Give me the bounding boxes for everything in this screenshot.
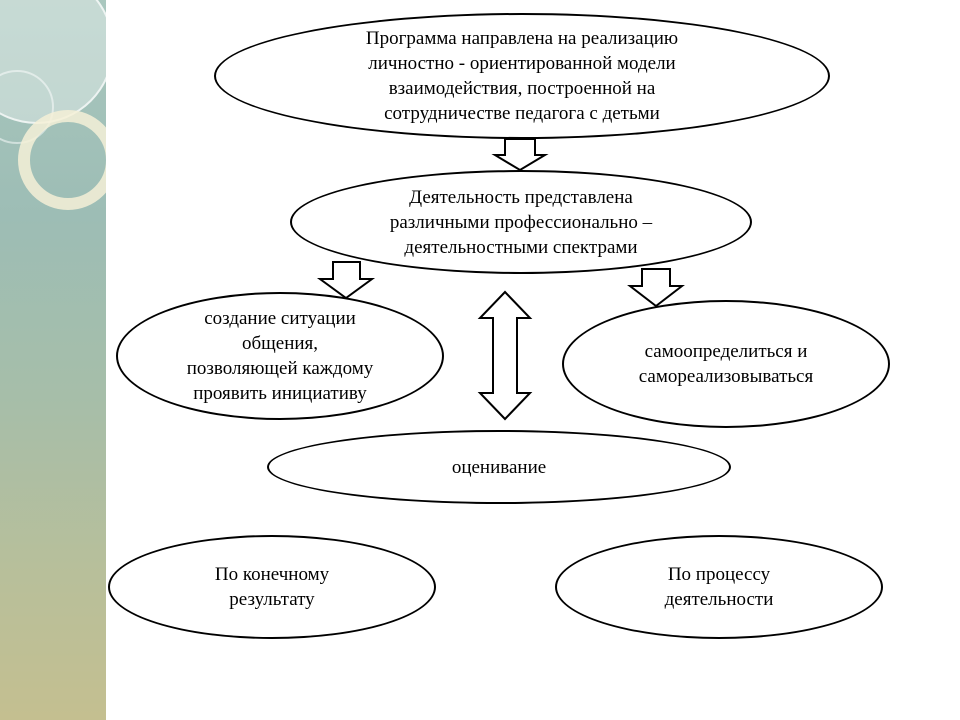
arrow-down-icon bbox=[627, 268, 685, 308]
arrow-down-icon bbox=[491, 138, 549, 172]
process-text: По процессу деятельности bbox=[664, 564, 774, 610]
double-arrow-icon bbox=[477, 290, 533, 421]
evaluation-oval: оценивание bbox=[267, 430, 731, 504]
self-realization-oval: самоопределиться и самореализовываться bbox=[562, 300, 890, 428]
program-goal-text: Программа направлена на реализацию лично… bbox=[365, 28, 679, 124]
final-result-oval: По конечному результату bbox=[108, 535, 436, 639]
decorative-side-strip bbox=[0, 0, 106, 720]
communication-situation-text: создание ситуации общения, позволяющей к… bbox=[186, 308, 374, 404]
program-goal-oval: Программа направлена на реализацию лично… bbox=[214, 13, 830, 139]
arrow-down-icon bbox=[316, 261, 376, 300]
communication-situation-oval: создание ситуации общения, позволяющей к… bbox=[116, 292, 444, 420]
process-oval: По процессу деятельности bbox=[555, 535, 883, 639]
decorative-ring-icon bbox=[18, 110, 106, 210]
activity-spectra-oval: Деятельность представлена различными про… bbox=[290, 170, 752, 274]
evaluation-text: оценивание bbox=[451, 456, 547, 478]
final-result-text: По конечному результату bbox=[214, 564, 330, 610]
self-realization-text: самоопределиться и самореализовываться bbox=[638, 341, 814, 387]
activity-spectra-text: Деятельность представлена различными про… bbox=[389, 186, 653, 258]
